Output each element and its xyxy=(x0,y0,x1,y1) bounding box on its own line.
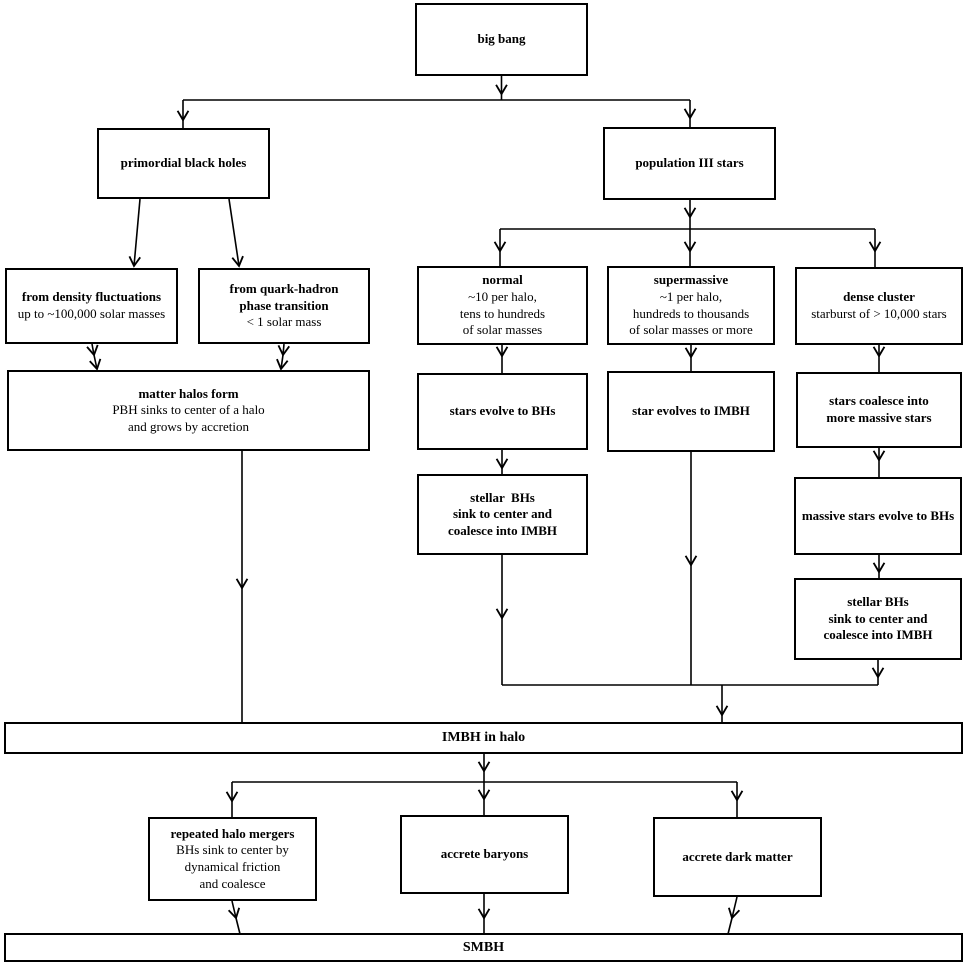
text-line: and coalesce xyxy=(199,875,266,891)
connector-line xyxy=(727,896,741,920)
text-line: supermassive xyxy=(653,272,729,288)
text-line: SMBH xyxy=(462,939,505,955)
text-line: BHs sink to center by xyxy=(176,842,289,858)
node-smbh: SMBH xyxy=(4,933,963,962)
text-line: stellar BHs xyxy=(847,594,909,610)
node-imbh-in-halo: IMBH in halo xyxy=(4,722,963,754)
connector-line xyxy=(727,917,733,935)
text-line: matter halos form xyxy=(138,385,239,401)
text-line: IMBH in halo xyxy=(441,730,526,746)
node-star-evolves-to-imbh: star evolves to IMBH xyxy=(607,371,775,452)
connector-line xyxy=(277,343,290,357)
node-massive-stars-evolve: massive stars evolve to BHs xyxy=(794,477,962,555)
text-line: and grows by accretion xyxy=(128,418,249,434)
node-stars-evolve-to-bhs: stars evolve to BHs xyxy=(417,373,588,450)
node-primordial-black-holes: primordial black holes xyxy=(97,128,270,199)
node-big-bang: big bang xyxy=(415,3,588,76)
text-line: ~1 per halo, xyxy=(659,288,723,304)
text-line: up to ~100,000 solar masses xyxy=(17,306,166,321)
text-line: normal xyxy=(482,272,523,288)
connector-line xyxy=(128,198,141,268)
connector-line xyxy=(86,343,99,357)
text-line: of solar masses xyxy=(462,322,543,338)
text-line: accrete baryons xyxy=(440,846,529,862)
text-line: from quark-hadron xyxy=(229,281,339,297)
text-line: coalesce into IMBH xyxy=(823,627,933,643)
text-line: sink to center and xyxy=(828,610,928,626)
text-line: ~10 per halo, xyxy=(468,288,537,304)
text-line: massive stars evolve to BHs xyxy=(801,507,955,523)
text-line: < 1 solar mass xyxy=(246,314,322,330)
node-supermassive-star: supermassive~1 per halo,hundreds to thou… xyxy=(607,266,775,345)
text-line: stellar BHs xyxy=(470,489,535,505)
text-line: more massive stars xyxy=(826,410,932,425)
text-line: sink to center and xyxy=(452,506,553,522)
text-line: repeated halo mergers xyxy=(170,825,295,841)
connector-line xyxy=(235,917,241,935)
text-line: stars evolve to BHs xyxy=(449,403,556,419)
text-line: phase transition xyxy=(239,297,329,313)
text-line: hundreds to thousands xyxy=(632,305,750,321)
connector-line xyxy=(89,354,102,371)
text-line: big bang xyxy=(477,31,526,47)
text-line: dynamical friction xyxy=(184,859,281,874)
connector-line xyxy=(228,198,244,268)
connector-line xyxy=(276,354,289,371)
text-line: stars coalesce into xyxy=(829,393,929,409)
text-line: star evolves to IMBH xyxy=(632,403,750,419)
node-population-iii-stars: population III stars xyxy=(603,127,776,200)
text-line: primordial black holes xyxy=(120,155,247,171)
text-line: from density fluctuations xyxy=(21,289,162,305)
text-line: of solar masses or more xyxy=(629,322,753,338)
node-accrete-dark-matter: accrete dark matter xyxy=(653,817,822,897)
connector-line xyxy=(227,900,241,920)
text-line: PBH sinks to center of a halo xyxy=(112,402,265,418)
text-line: coalesce into IMBH xyxy=(447,522,558,538)
text-line: tens to hundreds xyxy=(459,305,546,321)
text-line: accrete dark matter xyxy=(682,848,793,864)
text-line: population III stars xyxy=(635,155,744,171)
text-line: starburst of > 10,000 stars xyxy=(811,306,947,321)
node-accrete-baryons: accrete baryons xyxy=(400,815,569,894)
text-line: dense cluster xyxy=(843,289,915,305)
